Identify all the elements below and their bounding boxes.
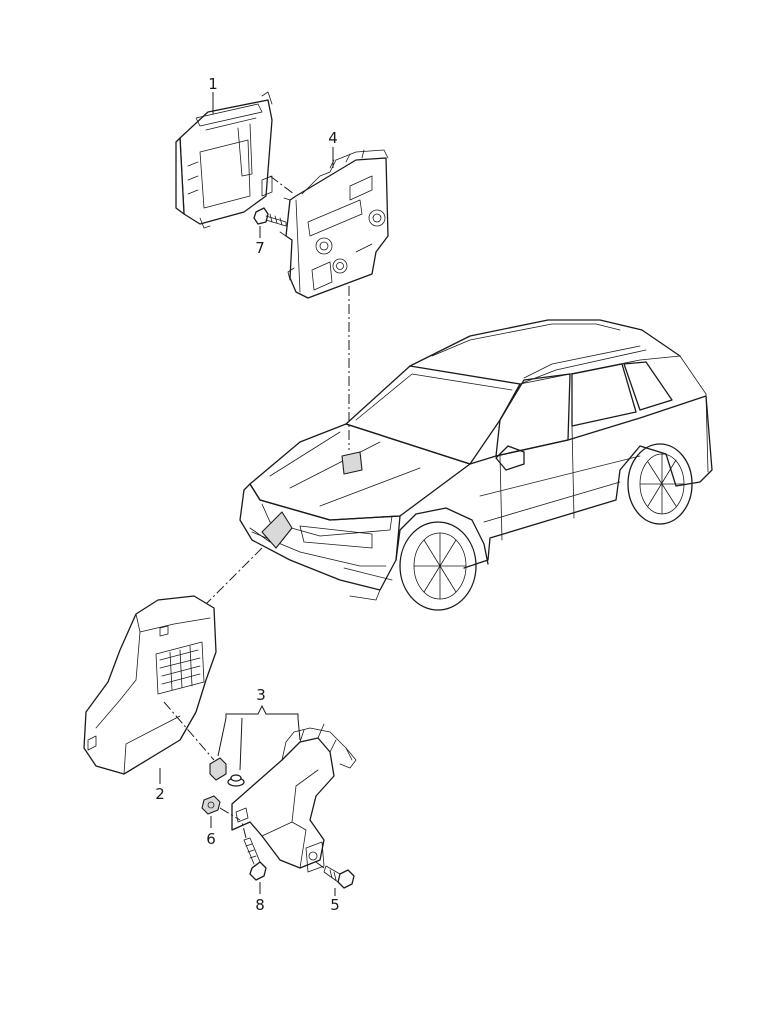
sensor-location-marker-top [341, 451, 363, 475]
bracket-part-4[interactable] [279, 149, 389, 299]
grommet-part-3b[interactable] [227, 774, 245, 787]
axis-line-2 [197, 547, 263, 613]
leader-3c [297, 717, 301, 741]
callout-2: 2 [155, 785, 165, 803]
nut-part-6[interactable] [201, 795, 221, 815]
sensor-location-marker-front [261, 511, 293, 549]
callout-8: 8 [255, 896, 265, 914]
axis-line-8 [241, 821, 247, 839]
callout-7: 7 [255, 239, 265, 257]
axis-line-6 [219, 807, 241, 821]
mounting-bracket-part-3[interactable] [231, 723, 357, 873]
leader-3a [217, 717, 227, 757]
axis-line-1 [269, 175, 295, 195]
axis-line-3a [163, 701, 215, 761]
callout-1: 1 [208, 75, 218, 93]
radar-housing-part-2[interactable] [83, 595, 217, 775]
callout-3: 3 [256, 686, 266, 704]
vehicle-illustration [239, 319, 713, 611]
leader-3b [239, 717, 243, 771]
control-unit-part-1[interactable] [175, 91, 273, 229]
callout-6: 6 [206, 830, 216, 848]
axis-line-5 [315, 861, 325, 869]
grommet-part-3a[interactable] [209, 757, 227, 781]
bolt-part-7[interactable] [253, 207, 287, 227]
leader-3 [225, 704, 299, 718]
callout-5: 5 [330, 896, 340, 914]
callout-4: 4 [328, 129, 338, 147]
bolt-part-5[interactable] [323, 865, 355, 889]
bolt-part-8[interactable] [243, 837, 267, 881]
